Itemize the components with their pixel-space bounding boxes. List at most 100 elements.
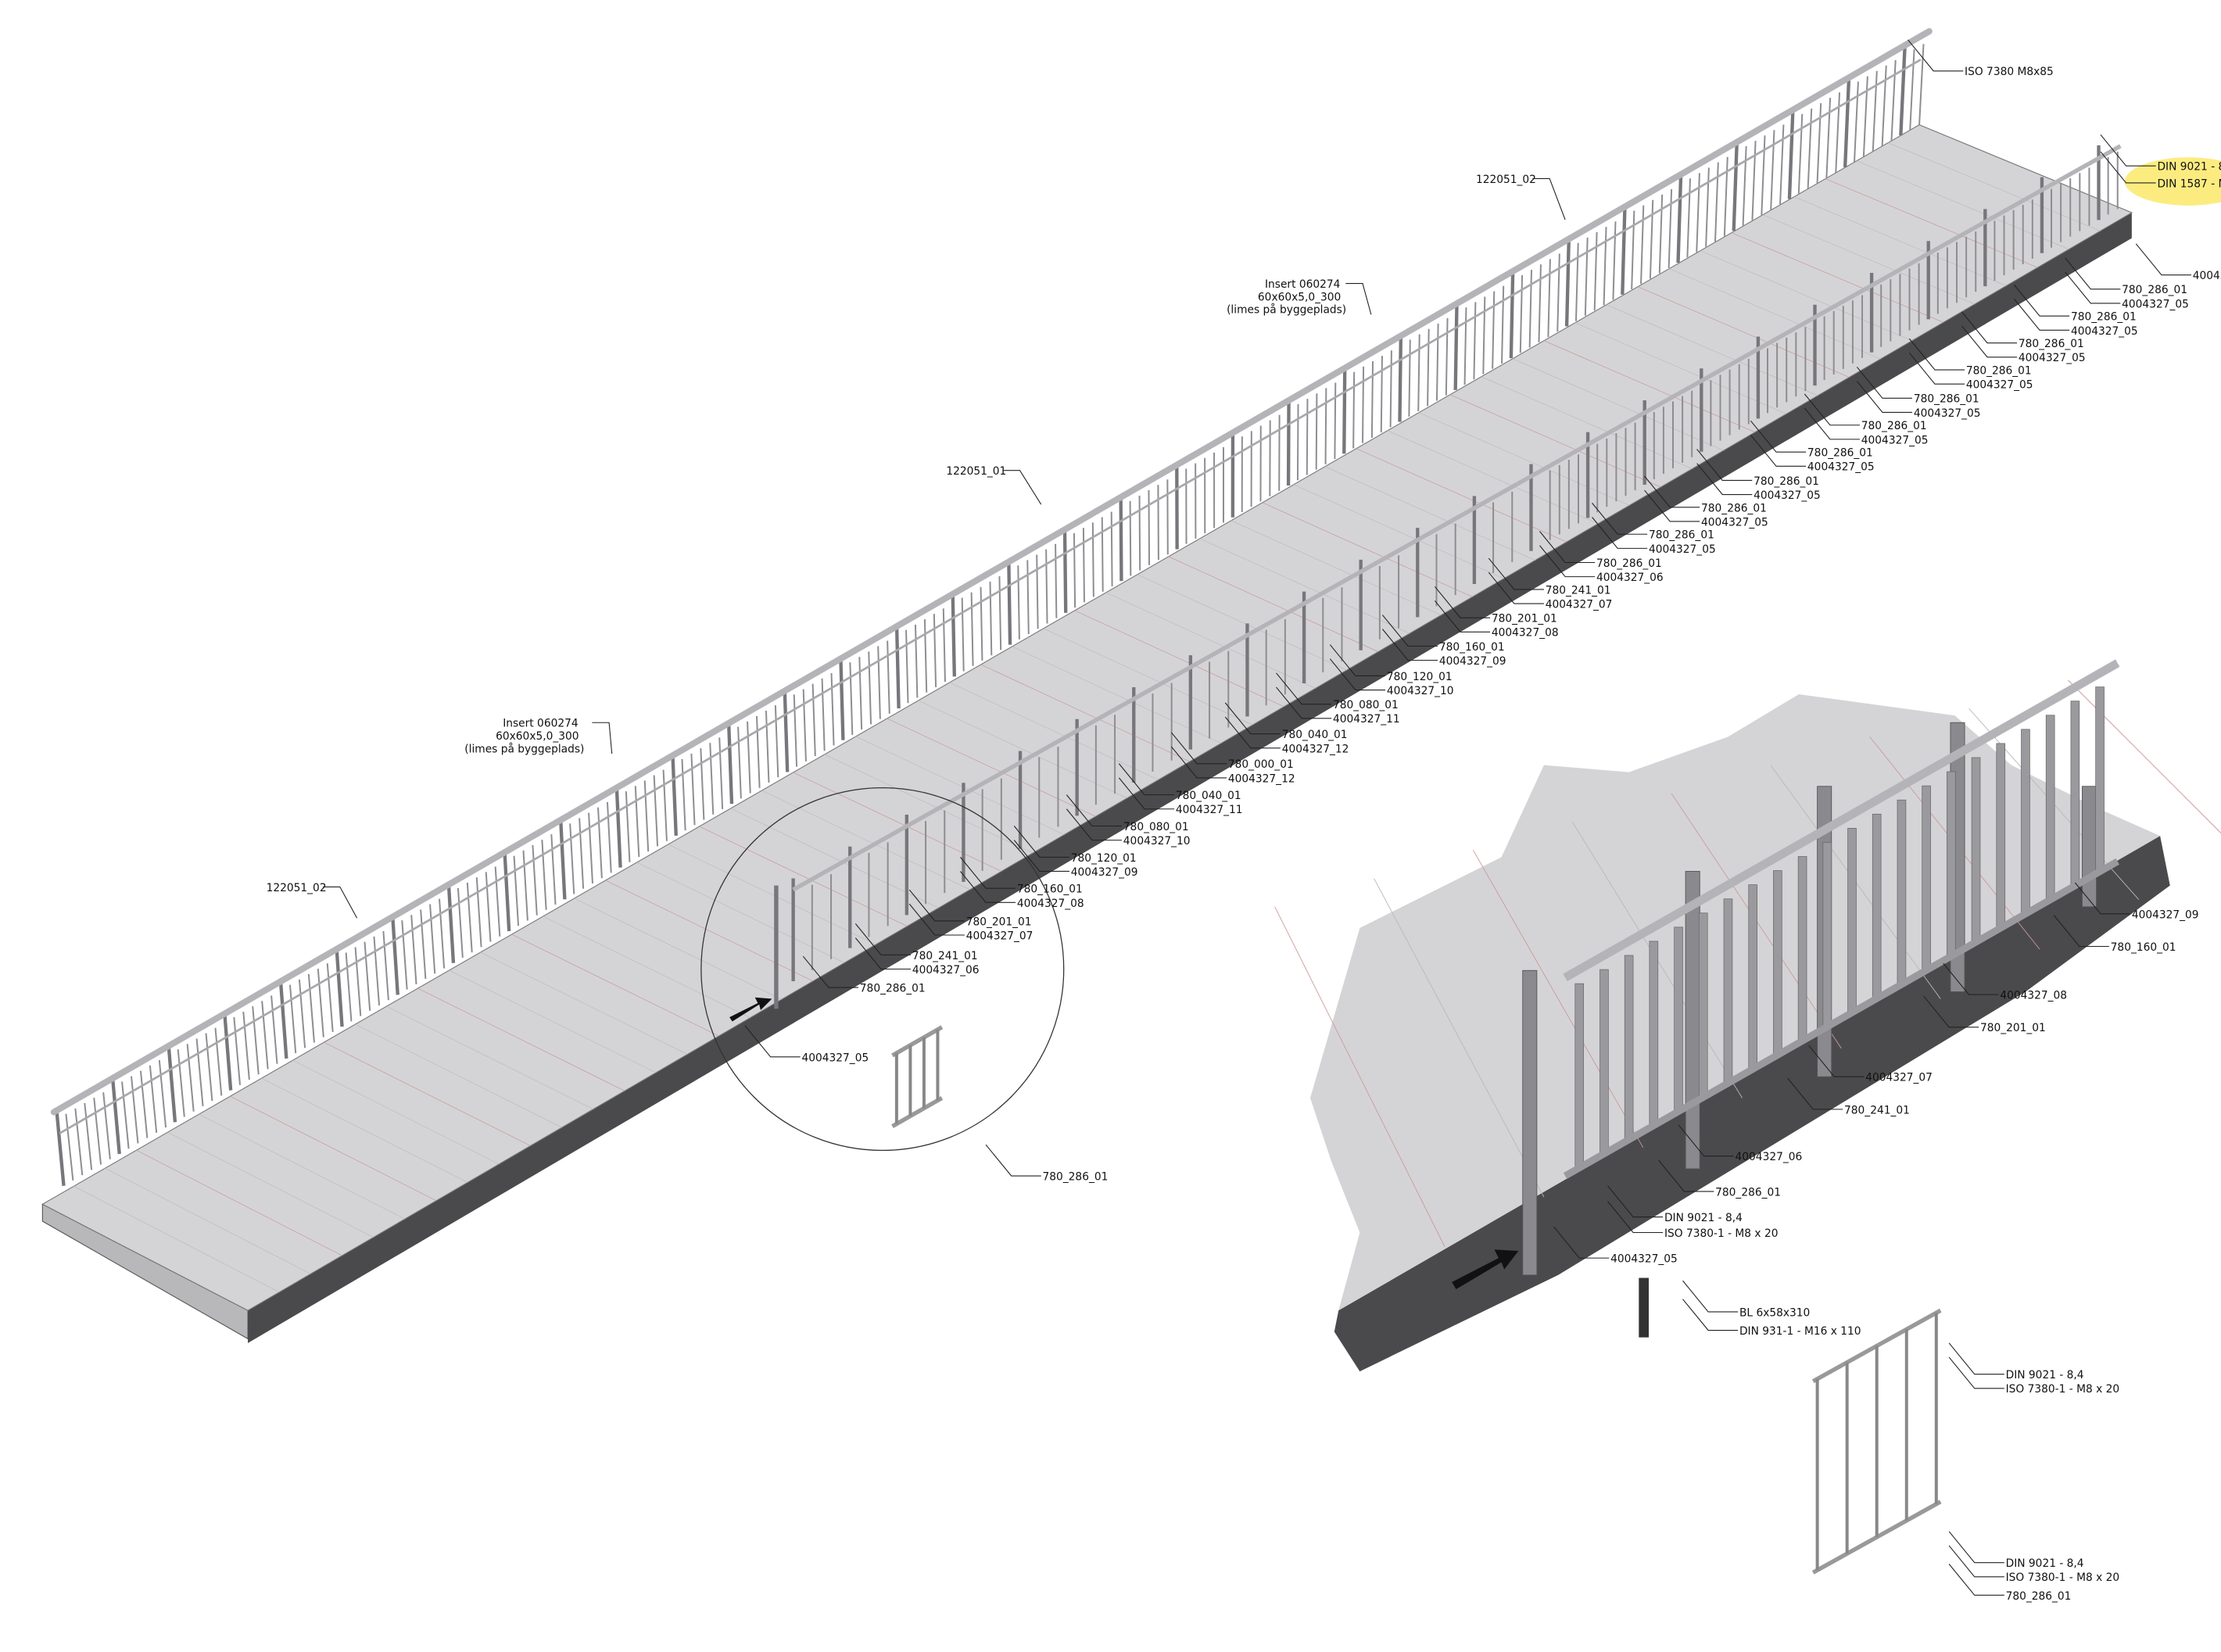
baluster [1748,884,1757,1070]
leader-line [1607,1201,1664,1234]
plank-line [292,1059,500,1165]
railing-post [278,981,288,1059]
railing-post [1732,142,1739,231]
baluster [550,834,557,905]
railing-post [1007,562,1012,645]
plank-line [1168,556,1379,652]
part-label: 4004327_06 [912,964,980,977]
baluster [662,769,668,841]
part-label: ISO 7380 M8x85 [1965,66,2054,78]
plank-line [1418,412,1630,506]
baluster [989,581,993,656]
railing-post [783,691,790,772]
baluster [1922,785,1931,971]
plank-line [949,682,1159,780]
plank-line [1043,628,1253,726]
baluster [877,646,881,719]
part-label: 780_120_01 [1387,671,1453,683]
baluster [1435,323,1439,401]
leader-line [1345,283,1372,315]
baluster [1370,361,1374,438]
baluster [643,780,650,852]
leader-line [802,955,858,988]
plank-line [1324,466,1535,561]
plank-line [1762,214,1976,305]
baluster [1352,371,1356,449]
plank-line [511,934,719,1037]
plank-line [1387,430,1599,525]
part-label: 780_286_01 [1701,502,1767,514]
plank-line [1668,268,1881,360]
leader-line [1224,716,1281,749]
leader-line [1948,1545,2004,1578]
part-label: 780_040_01 [1282,729,1348,741]
mid-rail [59,59,1922,1134]
baluster [1847,827,1857,1013]
plank-line [136,1149,342,1256]
leader-line [744,1025,801,1058]
leader-line [1276,686,1332,719]
leader-line [1948,1342,2004,1375]
baluster [1129,500,1132,576]
part-label: 4004327_05 [1754,489,1821,502]
baluster [1640,205,1645,285]
plank-line [386,1005,594,1110]
leader-line [854,937,912,970]
baluster [401,920,408,990]
panel-bottom-rail [891,1096,944,1128]
part-label: 780_201_01 [1492,613,1557,625]
leader-line [1066,808,1122,841]
plank-line [1700,250,1912,342]
part-label: DIN 9021 - 8,4 [2006,1369,2084,1381]
baluster [195,1038,204,1107]
baluster [1705,167,1710,247]
baluster [802,689,807,761]
baluster [139,1070,149,1138]
part-label: 4004327_05 [2122,298,2189,310]
leader-line [1224,702,1281,735]
plank-line [605,880,814,982]
leader-line [1013,826,1069,858]
leader-line [1658,1159,1714,1192]
part-label: 780_201_01 [1980,1022,2046,1034]
baluster [942,608,946,683]
baluster [1417,334,1420,412]
baluster [1897,799,1907,985]
part-label: Insert 060274 [503,718,578,730]
yellow-highlight [2124,157,2221,206]
baluster [747,721,751,794]
railing-panel-small [891,1025,944,1128]
part-label: 780_286_01 [1861,420,1927,432]
baluster [1668,188,1673,268]
plank-line [1074,610,1284,708]
baluster [102,1092,111,1159]
baluster [1686,178,1692,258]
baluster [2045,715,2055,900]
railing-post [1342,368,1347,454]
baluster [755,715,761,788]
part-label: 4004327_12 [1282,743,1349,755]
baluster [653,775,659,847]
leader-line [1678,1124,1734,1157]
baluster [830,672,835,746]
baluster [1674,926,1683,1112]
baluster [1854,81,1859,163]
baluster [597,807,603,879]
baluster [1501,285,1505,364]
baluster [1761,135,1766,216]
baluster [811,683,816,757]
part-label: (limes på byggeplads) [464,742,584,755]
part-label: DIN 9021 - 8,4 [1664,1212,1743,1224]
baluster [186,1044,195,1112]
plank-line [1199,538,1410,634]
baluster [1835,92,1841,173]
part-label: 40043 [2193,270,2221,282]
leader-line [1948,1356,2004,1389]
part-label: 4004327_05 [1914,407,1981,420]
baluster [2070,701,2080,886]
far-railing [50,27,1933,1186]
baluster [1148,490,1151,565]
leader-line [1434,600,1491,632]
baluster [93,1097,102,1165]
part-label: 4004327_11 [1176,804,1243,816]
